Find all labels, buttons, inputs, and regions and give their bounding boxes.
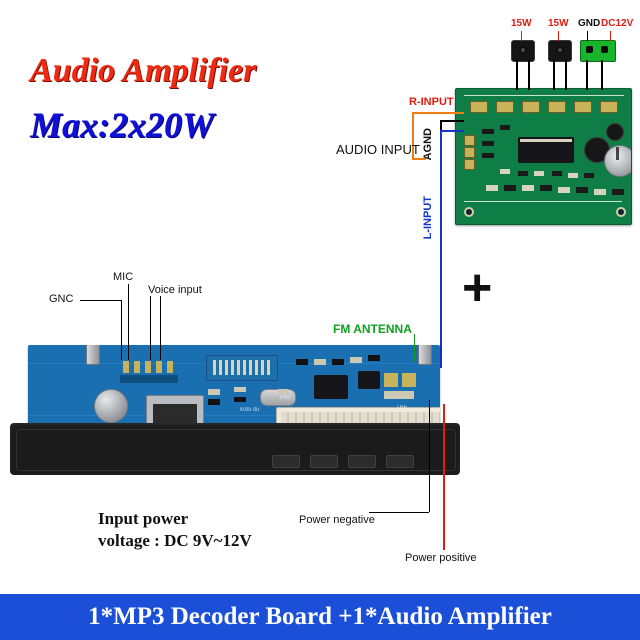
label-l-input: L-INPUT [422, 196, 434, 240]
label-agnd: AGND [422, 128, 434, 161]
label-15w-left: 15W [511, 18, 532, 29]
bottom-banner: 1*MP3 Decoder Board +1*Audio Amplifier [0, 594, 640, 640]
label-gnc: GNC [49, 293, 74, 305]
label-mic: MIC [113, 271, 134, 283]
plus-symbol: + [462, 259, 493, 317]
input-power-note: Input power voltage : DC 9V~12V [98, 508, 252, 552]
label-gnd: GND [578, 18, 601, 29]
filter-capacitor [94, 389, 128, 423]
dc-power-terminal [580, 40, 616, 62]
label-power-negative: Power negative [299, 514, 375, 526]
input-power-line2: voltage : DC 9V~12V [98, 531, 252, 550]
label-15w-right: 15W [548, 18, 569, 29]
max-power-title: Max:2x20W [30, 105, 215, 145]
label-fm-antenna: FM ANTENNA [333, 322, 412, 336]
label-power-positive: Power positive [405, 552, 477, 564]
label-dc12v: DC12V [601, 18, 634, 29]
panel-button-2[interactable] [310, 455, 338, 468]
panel-button-1[interactable] [272, 455, 300, 468]
mp3-front-panel [10, 423, 460, 475]
speaker-terminal-right [548, 40, 572, 62]
page-title: Audio Amplifier [30, 52, 257, 89]
amplifier-board [455, 88, 632, 225]
mp3-decoder-board: kobi du P53 TB6 [10, 335, 460, 475]
input-power-line1: Input power [98, 509, 189, 528]
label-r-input: R-INPUT [409, 96, 454, 108]
panel-button-3[interactable] [348, 455, 376, 468]
label-voice-input: Voice input [148, 284, 202, 296]
speaker-terminal-left [511, 40, 535, 62]
panel-button-4[interactable] [386, 455, 414, 468]
decoder-ic [314, 375, 348, 399]
bluetooth-module [206, 355, 278, 381]
bottom-banner-text: 1*MP3 Decoder Board +1*Audio Amplifier [88, 603, 552, 630]
antenna-post-right [418, 345, 432, 365]
label-audio-input: AUDIO INPUT [336, 142, 420, 157]
antenna-post-left [86, 345, 100, 365]
